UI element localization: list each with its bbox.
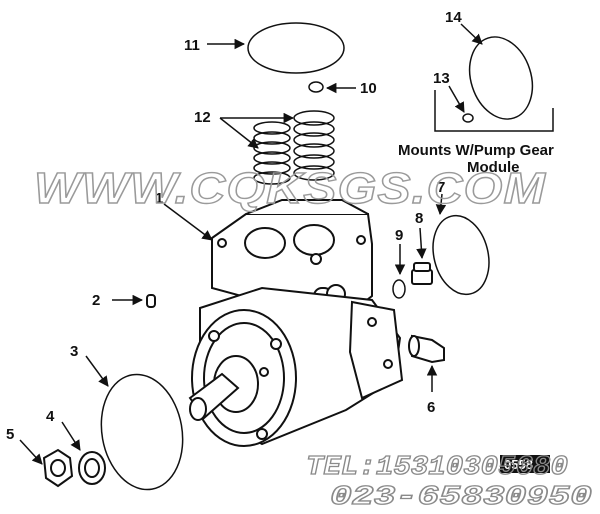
badge-text: 0558: [504, 457, 533, 472]
callout-6: 6: [427, 399, 435, 416]
note-line-2: Module: [467, 159, 520, 176]
callout-7: 7: [437, 179, 445, 196]
callout-2: 2: [92, 292, 100, 309]
callout-12: 12: [194, 109, 211, 126]
callout-8: 8: [415, 210, 423, 227]
part-10-oring: [308, 81, 324, 93]
part-14-oring: [468, 36, 534, 120]
note-line-1: Mounts W/Pump Gear: [398, 142, 554, 159]
part-13-seal: [462, 113, 474, 123]
part-9-washer: [392, 279, 406, 299]
part-1-pump-housing: [188, 199, 404, 447]
watermark-text: WWW.CQKSGS.COM: [34, 164, 546, 213]
callout-3: 3: [70, 343, 78, 360]
part-6-fitting: [408, 334, 445, 364]
callout-10: 10: [360, 80, 377, 97]
callout-9: 9: [395, 227, 403, 244]
tel-watermark: TEL:15310305680: [306, 453, 568, 483]
callout-5: 5: [6, 426, 14, 443]
part-5-nut: [42, 448, 74, 488]
callout-labels: 11 10 12 1 2 3 4 5 6 7 8 9 13 14: [6, 9, 462, 443]
part-12-springs: [253, 110, 335, 185]
part-11-oring: [247, 22, 345, 74]
part-7-oring: [432, 214, 490, 296]
phone-watermark: 023-65830950: [330, 483, 592, 513]
drawing-number-badge: 0558: [500, 455, 550, 473]
callout-1: 1: [155, 190, 163, 207]
callout-11: 11: [184, 37, 200, 54]
part-3-oring: [100, 373, 184, 491]
callout-13: 13: [433, 70, 450, 87]
part-8-fitting: [411, 262, 433, 285]
callout-14: 14: [445, 9, 462, 26]
part-2-pin: [146, 294, 156, 308]
callout-4: 4: [46, 408, 55, 425]
part-4-washer: [78, 451, 106, 485]
note-bracket: [434, 90, 554, 132]
leader-lines: [19, 23, 483, 465]
